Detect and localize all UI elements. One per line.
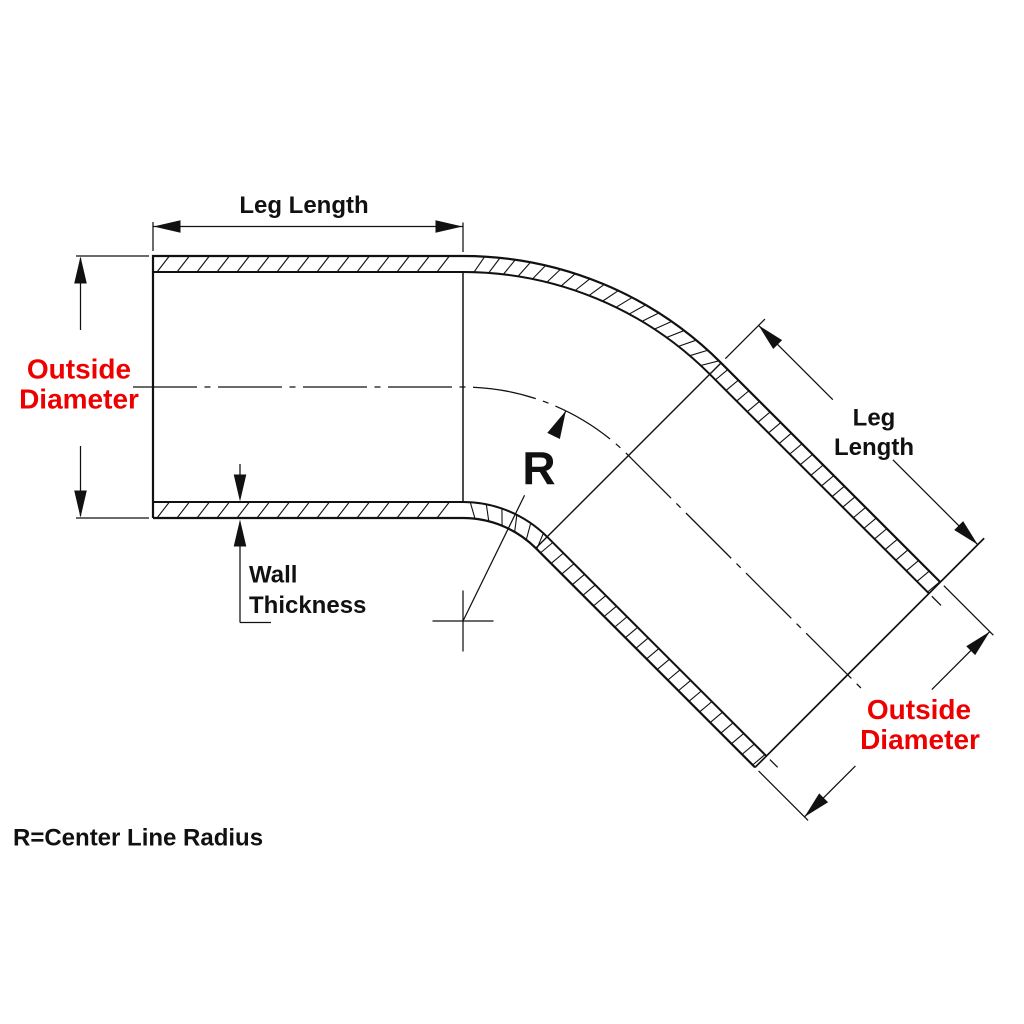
svg-text:R=Center Line Radius: R=Center Line Radius (13, 825, 263, 852)
svg-text:Diameter: Diameter (860, 724, 980, 755)
svg-text:Thickness: Thickness (249, 592, 366, 619)
svg-text:R: R (522, 442, 555, 494)
svg-text:Outside: Outside (867, 694, 971, 725)
svg-text:Wall: Wall (249, 562, 297, 589)
svg-text:Outside: Outside (27, 354, 131, 385)
svg-text:Diameter: Diameter (19, 384, 139, 415)
svg-text:Leg Length: Leg Length (239, 192, 368, 219)
svg-text:Length: Length (834, 434, 914, 461)
svg-text:Leg: Leg (853, 405, 896, 432)
